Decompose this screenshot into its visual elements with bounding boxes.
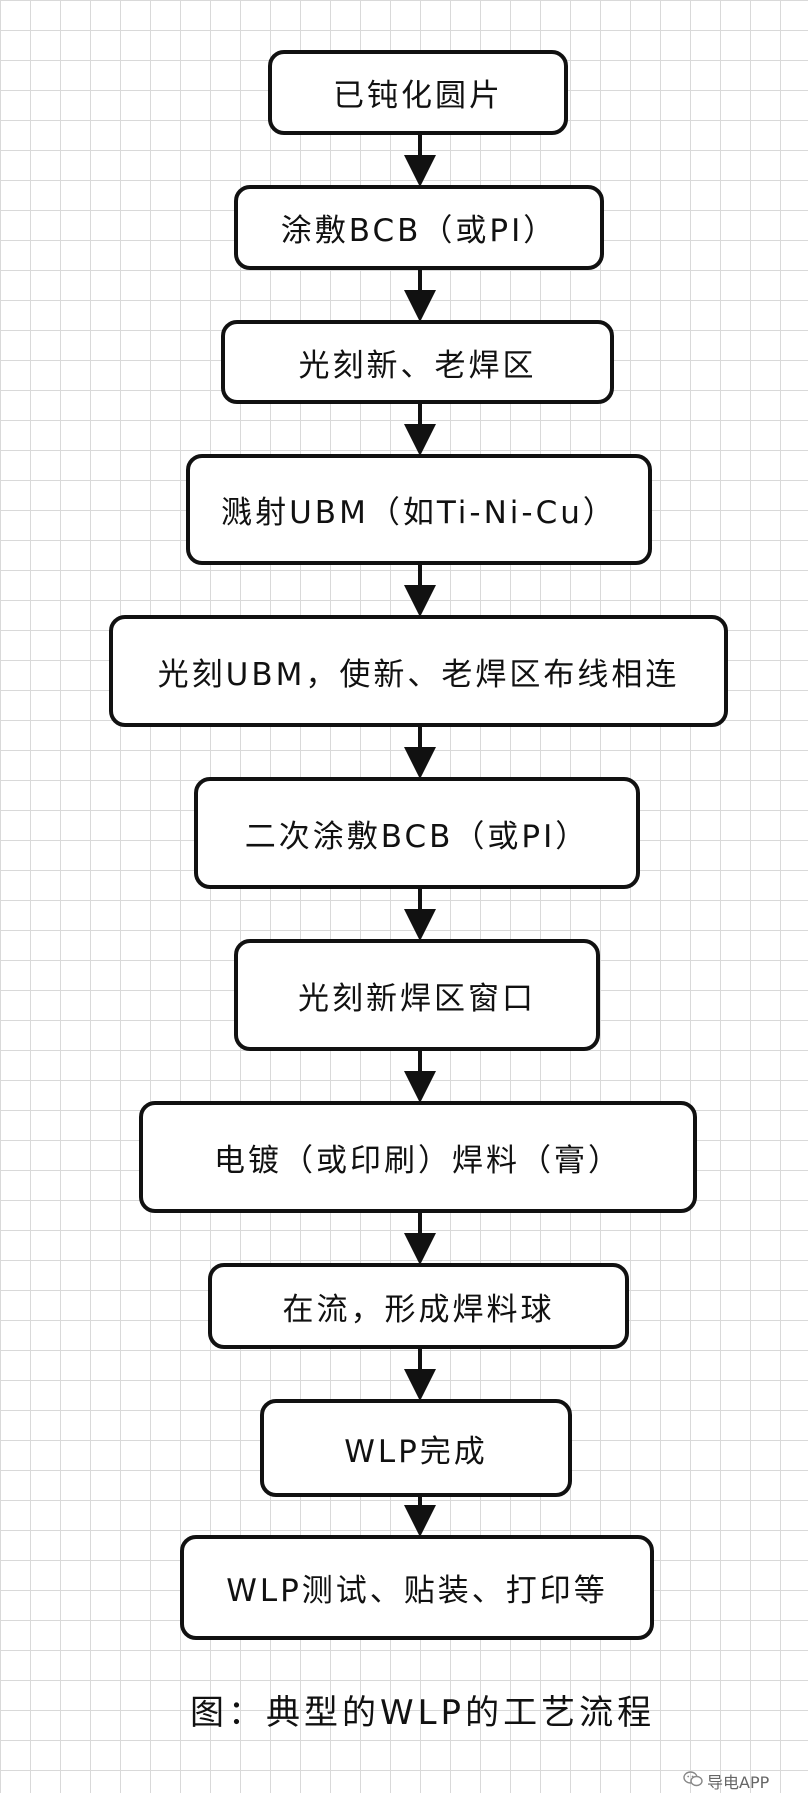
step-sputter-ubm: 溅射UBM（如Ti-Ni-Cu） [186,454,652,565]
watermark: 导电APP [683,1769,769,1793]
watermark-text: 导电APP [707,1773,770,1792]
figure-caption: 图：典型的WLP的工艺流程 [190,1693,656,1733]
step-wlp-test: WLP测试、贴装、打印等 [180,1535,654,1640]
step-litho-window: 光刻新焊区窗口 [234,939,600,1051]
step-litho-ubm: 光刻UBM，使新、老焊区布线相连 [109,615,728,727]
step-passivated-wafer: 已钝化圆片 [268,50,568,135]
step-coat-bcb: 涂敷BCB（或PI） [234,185,604,270]
wechat-icon [683,1771,703,1791]
step-second-coat-bcb: 二次涂敷BCB（或PI） [194,777,640,889]
step-plate-solder: 电镀（或印刷）焊料（膏） [139,1101,697,1213]
step-wlp-complete: WLP完成 [260,1399,572,1497]
step-litho-pads: 光刻新、老焊区 [221,320,614,404]
step-reflow-balls: 在流，形成焊料球 [208,1263,629,1349]
